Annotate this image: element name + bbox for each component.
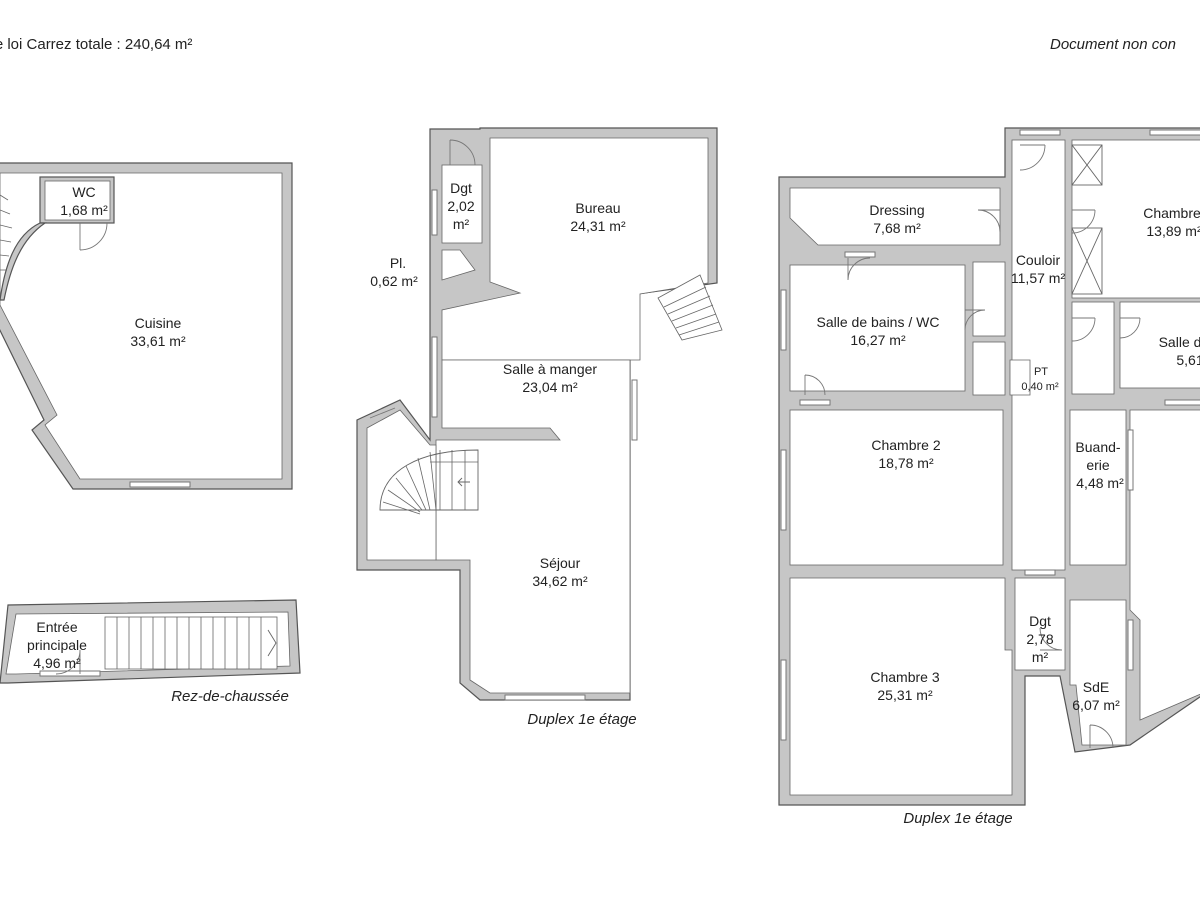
salle-manger-name: Salle à manger [503, 361, 598, 377]
duplex-b-label: Duplex 1e étage [903, 810, 1012, 827]
wc-area: 1,68 m² [60, 202, 108, 218]
entree-area: 4,96 m² [33, 655, 81, 671]
dressing-area: 7,68 m² [873, 220, 921, 236]
placard-name: Pl. [390, 255, 406, 271]
pt-name: PT [1034, 366, 1048, 378]
chambre1-area: 13,89 m² [1146, 223, 1200, 239]
room-labels: WC 1,68 m² Cuisine 33,61 m² Entrée princ… [27, 180, 1200, 827]
sdb-wc-area: 16,27 m² [850, 332, 906, 348]
chambre2-name: Chambre 2 [871, 437, 940, 453]
dgt2-name: Dgt [1029, 613, 1051, 629]
ground-floor-kitchen-block [0, 162, 293, 490]
entree-line1: Entrée [36, 619, 77, 635]
sejour-area: 34,62 m² [532, 573, 588, 589]
duplex-a-block [356, 127, 723, 701]
duplex-b-block [778, 127, 1200, 806]
disclaimer-label: Document non con [1050, 36, 1176, 53]
couloir-name: Couloir [1016, 252, 1061, 268]
buanderie-line1: Buand- [1075, 439, 1120, 455]
dressing-name: Dressing [869, 202, 924, 218]
dgt1-name: Dgt [450, 180, 472, 196]
sejour-name: Séjour [540, 555, 581, 571]
salle-d-name: Salle d [1159, 334, 1200, 350]
sde-name: SdE [1083, 679, 1109, 695]
cuisine-area: 33,61 m² [130, 333, 186, 349]
entree-line2: principale [27, 637, 87, 653]
bureau-area: 24,31 m² [570, 218, 626, 234]
duplex-a-label: Duplex 1e étage [527, 711, 636, 728]
pt-area: 0,40 m² [1021, 381, 1059, 393]
chambre2-area: 18,78 m² [878, 455, 934, 471]
buanderie-line2: erie [1086, 457, 1110, 473]
dgt2-area2: m² [1032, 649, 1049, 665]
salle-manger-area: 23,04 m² [522, 379, 578, 395]
dgt1-area1: 2,02 [447, 198, 474, 214]
buanderie-area: 4,48 m² [1076, 475, 1124, 491]
dgt2-area1: 2,78 [1026, 631, 1053, 647]
placard-area: 0,62 m² [370, 273, 418, 289]
bureau-name: Bureau [575, 200, 620, 216]
ground-floor-entrance-block [0, 599, 301, 684]
chambre3-name: Chambre 3 [870, 669, 939, 685]
cuisine-name: Cuisine [135, 315, 182, 331]
chambre3-area: 25,31 m² [877, 687, 933, 703]
dgt1-area2: m² [453, 216, 470, 232]
chambre1-name: Chambre [1143, 205, 1200, 221]
ground-floor-label: Rez-de-chaussée [171, 688, 289, 705]
sde-area: 6,07 m² [1072, 697, 1120, 713]
sdb-wc-name: Salle de bains / WC [817, 314, 940, 330]
wc-name: WC [72, 184, 95, 200]
couloir-area: 11,57 m² [1011, 270, 1066, 286]
surface-total-label: cie loi Carrez totale : 240,64 m² [0, 36, 193, 53]
salle-d-area: 5,61 [1176, 352, 1200, 368]
